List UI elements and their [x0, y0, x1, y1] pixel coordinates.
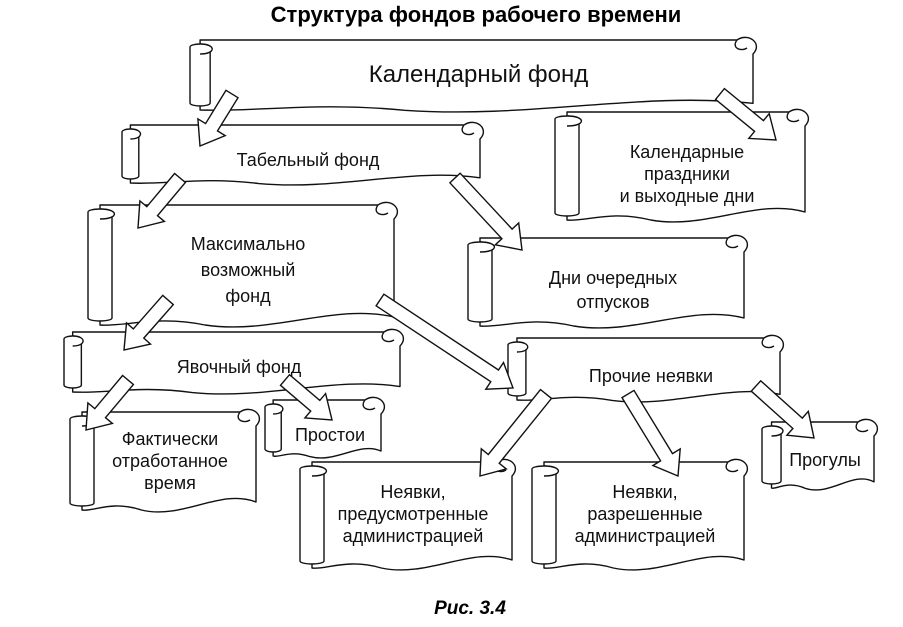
label-line: отпусков [576, 292, 649, 312]
arrow-calendar-fund-to-tabular-fund [197, 89, 239, 148]
scroll-curl [362, 399, 376, 411]
scroll-roll-curl [516, 341, 529, 353]
scroll-max-fund [87, 201, 399, 328]
label-line: Неявки, [380, 482, 445, 502]
label-line: Дни очередных [549, 268, 677, 288]
arrow-attendance-fund-to-downtime [279, 373, 333, 421]
label-vacations: Дни очередных отпусков [549, 268, 677, 312]
arrow-other-absences-to-absence-admin-allowed [621, 389, 682, 478]
label-calendar-fund: Календарный фонд [369, 61, 589, 88]
arrow-max-fund-to-other-absences [375, 293, 514, 390]
label-line: возможный [201, 260, 296, 280]
arrow-attendance-fund-to-worked-time [85, 374, 135, 431]
scroll-roll-curl [543, 465, 560, 477]
scroll-roll [87, 208, 113, 322]
label-truancy: Прогулы [789, 450, 861, 470]
label-line: Прочие неявки [589, 366, 713, 386]
scroll-attendance-fund [63, 328, 405, 395]
arrow-max-fund-to-attendance-fund [123, 294, 175, 351]
arrow-calendar-fund-to-holidays [714, 87, 777, 141]
label-max-fund: Максимально возможный фонд [191, 234, 306, 306]
scroll-downtime [264, 396, 386, 459]
label-other-absences: Прочие неявки [589, 366, 713, 386]
label-line: праздники [644, 164, 730, 184]
scroll-roll-curl [273, 403, 284, 415]
label-line: предусмотренные [338, 504, 489, 524]
scroll-roll-curl [479, 241, 496, 253]
scroll-curl [786, 111, 800, 123]
label-line: Простои [295, 425, 365, 445]
scroll-worked-time [69, 408, 261, 513]
label-line: разрешенные [587, 504, 702, 524]
scroll-body [479, 234, 749, 329]
label-tabular-fund: Табельный фонд [237, 150, 380, 170]
scroll-curl [461, 124, 475, 136]
scroll-roll [531, 465, 557, 565]
arrow-tabular-fund-to-vacations [448, 172, 523, 251]
scroll-roll-curl [200, 43, 213, 55]
arrow-tabular-fund-to-max-fund [137, 172, 187, 229]
scroll-curl [237, 411, 251, 423]
scroll-curl [855, 421, 869, 433]
figure-caption: Рис. 3.4 [434, 598, 506, 619]
scroll-roll [554, 115, 580, 217]
scroll-roll [467, 241, 493, 323]
arrow-other-absences-to-absence-admin-planned [479, 388, 553, 477]
scroll-roll-curl [130, 128, 142, 140]
label-line: Фактически [122, 429, 218, 449]
scroll-roll-curl [311, 465, 328, 477]
scroll-roll-curl [771, 425, 784, 437]
scroll-curl [381, 331, 395, 343]
scroll-roll-curl [72, 335, 84, 347]
label-attendance-fund: Явочный фонд [177, 357, 302, 377]
label-line: и выходные дни [620, 186, 755, 206]
scroll-body [516, 334, 785, 403]
label-line: Табельный фонд [237, 150, 380, 170]
label-downtime: Простои [295, 425, 365, 445]
scroll-roll-curl [99, 208, 116, 220]
label-line: Календарные [630, 142, 744, 162]
scroll-body [81, 408, 261, 513]
label-line: Неявки, [612, 482, 677, 502]
scroll-curl [725, 237, 739, 249]
label-line: администрацией [575, 526, 716, 546]
scroll-curl [375, 204, 389, 216]
label-line: администрацией [343, 526, 484, 546]
scroll-calendar-fund [189, 36, 758, 113]
scroll-curl [725, 461, 739, 473]
scroll-body [543, 458, 749, 571]
label-line: Явочный фонд [177, 357, 302, 377]
scroll-absence-admin-planned [299, 458, 517, 571]
scroll-holidays [554, 108, 810, 223]
scroll-curl [734, 39, 748, 51]
label-line: фонд [225, 286, 271, 306]
scroll-roll-curl [566, 115, 583, 127]
scroll-body [272, 396, 386, 459]
label-line: Максимально [191, 234, 306, 254]
label-line: отработанное [112, 451, 228, 471]
scroll-absence-admin-allowed [531, 458, 749, 571]
scroll-curl [761, 337, 775, 349]
scroll-body [311, 458, 517, 571]
label-line: Календарный фонд [369, 61, 589, 88]
scroll-body [199, 36, 758, 113]
label-line: время [144, 473, 196, 493]
scroll-vacations [467, 234, 749, 329]
scroll-body [566, 108, 810, 223]
scroll-roll [299, 465, 325, 565]
scroll-other-absences [507, 334, 785, 403]
label-line: Прогулы [789, 450, 861, 470]
diagram-title: Структура фондов рабочего времени [271, 2, 682, 27]
arrow-other-absences-to-truancy [750, 379, 815, 439]
